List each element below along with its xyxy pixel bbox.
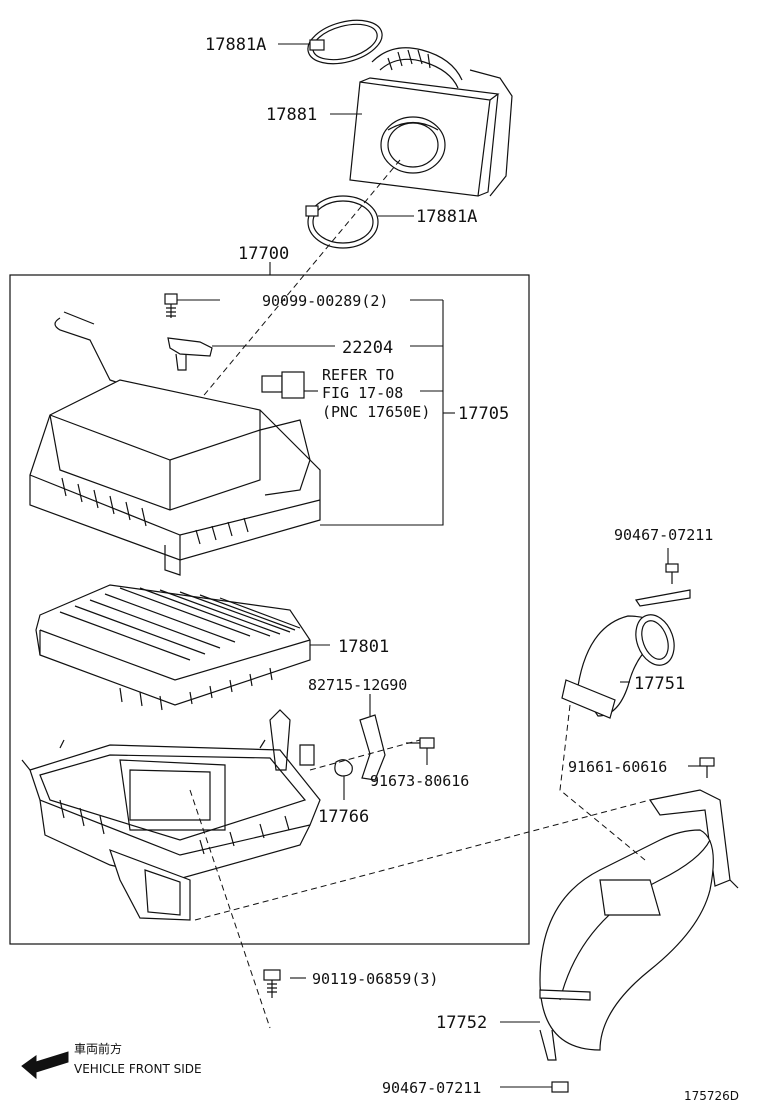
- screw-90119-drawing: [263, 969, 306, 998]
- cleaner-case-drawing: [21, 709, 321, 921]
- label-refer-to: REFER TO: [322, 366, 394, 384]
- label-17752: 17752: [436, 1013, 487, 1033]
- label-90467-07211-bottom: 90467-07211: [382, 1079, 481, 1097]
- centerline-hose: [559, 704, 646, 861]
- bracket-17705: [320, 300, 444, 526]
- group-frame-17700: [9, 274, 530, 945]
- label-17751: 17751: [634, 674, 685, 694]
- label-fig-17-08: FIG 17-08: [322, 384, 403, 402]
- hose-17751-drawing: [561, 548, 691, 719]
- label-90467-07211-top: 90467-07211: [614, 526, 713, 544]
- screw-90099-drawing: [164, 293, 220, 318]
- cleaner-cap-drawing: [29, 311, 321, 576]
- label-90119-06859: 90119-06859(3): [312, 970, 438, 988]
- label-direction-en: VEHICLE FRONT SIDE: [74, 1062, 202, 1076]
- clamp-bottom-drawing: [305, 195, 379, 249]
- centerline-case: [189, 789, 271, 1029]
- label-22204: 22204: [342, 338, 393, 358]
- label-91661-60616: 91661-60616: [568, 758, 667, 776]
- sensor-22204-drawing: [167, 337, 335, 371]
- centerline-hose-case: [194, 799, 651, 921]
- inlet-duct-drawing: [349, 47, 513, 197]
- centerline-top: [199, 159, 401, 401]
- filter-element-drawing: [35, 584, 330, 711]
- connector-refer-drawing: [261, 371, 318, 399]
- hose-17752-drawing: [500, 757, 739, 1093]
- label-90099-00289: 90099-00289(2): [262, 292, 388, 310]
- label-17881: 17881: [266, 105, 317, 125]
- label-17700: 17700: [238, 244, 289, 264]
- label-82715-12g90: 82715-12G90: [308, 676, 407, 694]
- vehicle-front-arrow-icon: [21, 1051, 69, 1080]
- label-direction-jp: 車両前方: [74, 1041, 122, 1056]
- clamp-top-drawing: [307, 19, 383, 65]
- figure-id: 175726D: [684, 1089, 739, 1103]
- label-pnc-17650e: (PNC 17650E): [322, 403, 430, 421]
- label-17881A-bottom: 17881A: [416, 207, 477, 227]
- label-17801: 17801: [338, 637, 389, 657]
- label-17766: 17766: [318, 807, 369, 827]
- label-17881A-top: 17881A: [205, 35, 266, 55]
- label-17705: 17705: [458, 404, 509, 424]
- label-91673-80616: 91673-80616: [370, 772, 469, 790]
- bracket-82715-drawing: [309, 694, 435, 800]
